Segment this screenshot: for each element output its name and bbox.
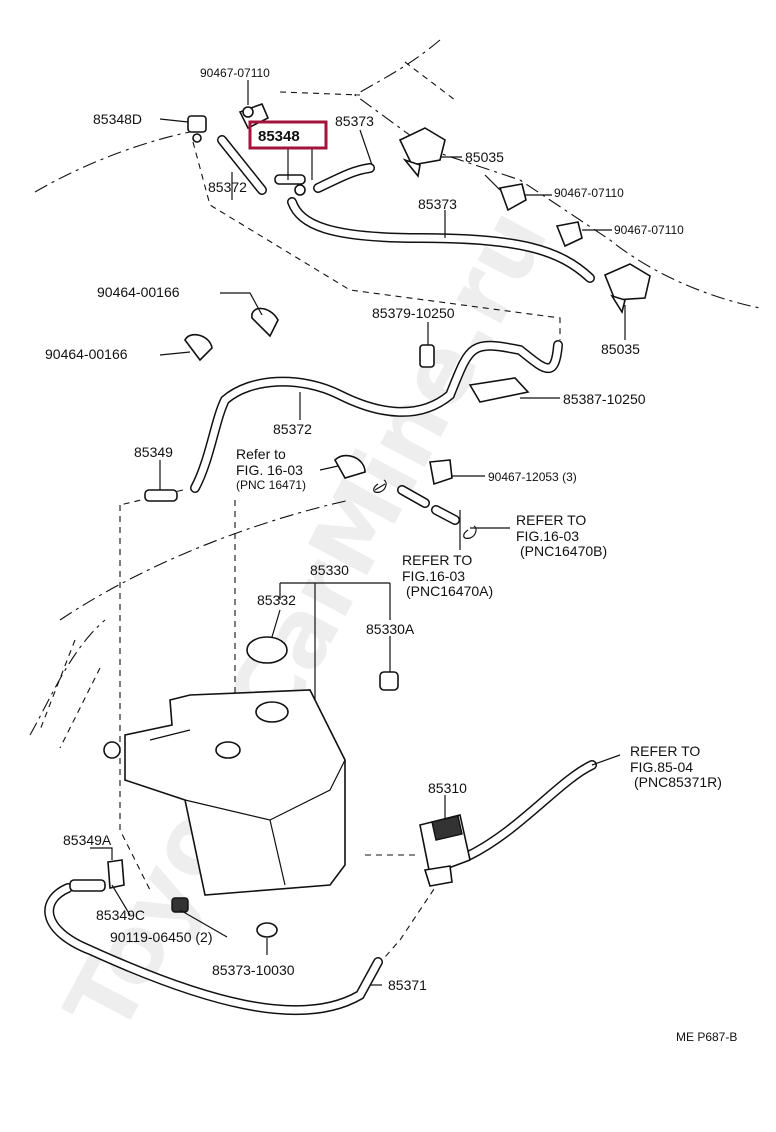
label-85372-top: 85372 bbox=[208, 179, 247, 195]
label-90119-06450: 90119-06450 (2) bbox=[110, 929, 212, 945]
pointer-marks bbox=[373, 479, 477, 539]
label-85373-mid: 85373 bbox=[418, 196, 457, 212]
refer-85371r-line3: (PNC85371R) bbox=[634, 774, 722, 790]
label-85310: 85310 bbox=[428, 780, 467, 796]
refer-16470a-line1: REFER TO bbox=[402, 552, 472, 568]
label-85330a: 85330A bbox=[366, 621, 415, 637]
refer-16470b-line2: FIG.16-03 bbox=[516, 528, 579, 544]
label-85332: 85332 bbox=[257, 592, 296, 608]
refer-16471-line3: (PNC 16471) bbox=[236, 478, 306, 492]
refer-85371r-line2: FIG.85-04 bbox=[630, 759, 693, 775]
refer-16471-line2: FIG. 16-03 bbox=[236, 462, 303, 478]
label-85372-mid: 85372 bbox=[273, 421, 312, 437]
refer-16470b-line1: REFER TO bbox=[516, 512, 586, 528]
refer-16470b-line3: (PNC16470B) bbox=[520, 543, 607, 559]
refer-16470a-line2: FIG.16-03 bbox=[402, 568, 465, 584]
label-90467-12053: 90467-12053 (3) bbox=[488, 470, 577, 484]
reference-lines bbox=[119, 141, 561, 966]
footer-code: ME P687-B bbox=[676, 1030, 737, 1044]
washer-pump bbox=[419, 814, 471, 887]
label-85387-10250: 85387-10250 bbox=[563, 391, 646, 407]
label-90464-00166-a: 90464-00166 bbox=[97, 284, 180, 300]
highlight-box bbox=[248, 120, 328, 150]
small-parts bbox=[69, 102, 651, 938]
refer-85371r-line1: REFER TO bbox=[630, 743, 700, 759]
body-outline bbox=[29, 39, 761, 749]
label-85349c: 85349C bbox=[96, 907, 145, 923]
label-90464-00166-b: 90464-00166 bbox=[45, 346, 128, 362]
label-85371: 85371 bbox=[388, 977, 427, 993]
label-85373-top: 85373 bbox=[335, 113, 374, 129]
refer-16470a-line3: (PNC16470A) bbox=[406, 583, 493, 599]
label-85349a: 85349A bbox=[63, 832, 112, 848]
label-90467-07110-right: 90467-07110 bbox=[614, 223, 684, 237]
label-90467-07110-mid: 90467-07110 bbox=[554, 186, 624, 200]
label-85349: 85349 bbox=[134, 444, 173, 460]
hoses bbox=[44, 135, 597, 1016]
label-85348d: 85348D bbox=[93, 111, 142, 127]
washer-tank bbox=[103, 689, 346, 896]
label-85330: 85330 bbox=[310, 562, 349, 578]
leader-lines bbox=[90, 80, 626, 986]
label-85379-10250: 85379-10250 bbox=[372, 305, 455, 321]
label-85035-top: 85035 bbox=[465, 149, 504, 165]
label-85373-10030: 85373-10030 bbox=[212, 962, 295, 978]
label-90467-07110-top: 90467-07110 bbox=[200, 66, 270, 80]
refer-16471-line1: Refer to bbox=[236, 446, 286, 462]
label-85348-highlighted: 85348 bbox=[258, 128, 300, 145]
label-85035-bottom: 85035 bbox=[601, 341, 640, 357]
part-labels: 90467-07110 85348D 85348 85373 85035 853… bbox=[45, 66, 737, 1044]
